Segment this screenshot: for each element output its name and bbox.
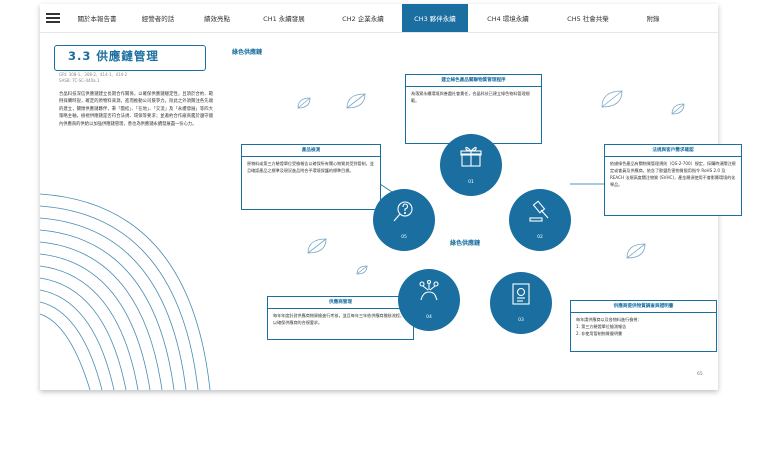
gift-box-icon — [460, 146, 482, 167]
step-number: 04 — [426, 315, 432, 320]
gri-line: GRI: 308-1、308-2、414-1、414-2 — [59, 72, 128, 77]
nav-ch1[interactable]: CH1 永續發展 — [263, 15, 305, 23]
step-number: 01 — [468, 180, 474, 185]
gri-reference: GRI: 308-1、308-2、414-1、414-2 SASB: TC-SC… — [59, 72, 127, 84]
nav-chairman-message[interactable]: 經營者的話 — [141, 15, 175, 23]
section-title-frame — [54, 45, 206, 71]
box-body: 原物料或第三方驗證單位受檢報告以確保所有關心物質其受到管制，並且確認產品之標準及… — [247, 161, 374, 173]
requirement-list: 1. 第三方驗證單位檢測報告 2. 非使用管制物質聲明書 — [576, 323, 711, 337]
gavel-icon — [529, 200, 549, 222]
nav-ch3[interactable]: CH3 夥伴永續 — [402, 4, 468, 32]
box-title: 法規與客戶需求確認 — [605, 145, 741, 157]
leaf-icon — [356, 265, 368, 275]
box-intro: 每年請供應商以及各物料進行檢視： — [576, 317, 642, 322]
certificate-icon — [512, 283, 530, 305]
box-body: 為落實永續環境與善盡社會責任，合晶科技已建立綠色物料管理規範。 — [411, 91, 530, 103]
step-number: 02 — [537, 235, 543, 240]
step-circle-01: 01 — [440, 134, 502, 196]
step-circle-04: 04 — [398, 269, 460, 331]
box-product-testing: 產品檢測 原物料或第三方驗證單位受檢報告以確保所有關心物質其受到管制，並且確認產… — [241, 144, 381, 210]
leaf-icon — [671, 103, 685, 115]
box-body: 每年年度針對供應商物資檢進行考核，並且每年三年依供應商稽核流程，以確保供應商的合… — [273, 313, 404, 325]
leaf-icon — [307, 238, 327, 254]
page-number: 65 — [697, 372, 703, 377]
box-title: 產品檢測 — [242, 145, 380, 157]
list-item: 2. 非使用管制物質聲明書 — [576, 331, 623, 336]
hamburger-menu-icon[interactable] — [46, 4, 68, 32]
leaf-icon — [601, 90, 623, 108]
leaf-icon — [346, 93, 366, 109]
nav-ch2[interactable]: CH2 企業永續 — [342, 15, 384, 23]
step-circle-03: 03 — [490, 272, 552, 334]
leaf-icon — [297, 97, 311, 109]
top-nav: 關於本報告書 經營者的話 績效亮點 CH1 永續發展 CH2 企業永續 CH3 … — [40, 4, 718, 33]
box-title: 建立綠色產品關聯物質管理程序 — [406, 75, 541, 87]
box-supplier-certificates: 供應商提供物質調查與證明書 每年請供應商以及各物料進行檢視： 1. 第三方驗證單… — [570, 300, 717, 352]
box-regulation-customer-check: 法規與客戶需求確認 依據綠色產品有關物質管理規則（QS-2-700）規定，採購時… — [604, 144, 742, 216]
sasb-line: SASB: TC-SC-440a.1 — [59, 78, 100, 83]
nav-about-report[interactable]: 關於本報告書 — [77, 15, 117, 23]
diagram-center-label: 綠色供應鏈 — [450, 240, 481, 247]
magnifier-question-icon — [393, 201, 413, 222]
section-title: 3.3 供應鏈管理 — [68, 49, 159, 63]
leaf-icon — [626, 243, 646, 259]
diagram-title: 綠色供應鏈 — [232, 49, 263, 56]
box-supplier-management: 供應商管理 每年年度針對供應商物資檢進行考核，並且每年三年依供應商稽核流程，以確… — [267, 296, 414, 340]
nav-ch4[interactable]: CH4 環境永續 — [487, 15, 529, 23]
box-body: 每年請供應商以及各物料進行檢視： 1. 第三方驗證單位檢測報告 2. 非使用管制… — [571, 313, 716, 340]
step-number: 05 — [401, 235, 407, 240]
report-page: 關於本報告書 經營者的話 績效亮點 CH1 永續發展 CH2 企業永續 CH3 … — [39, 4, 742, 391]
step-circle-05: 05 — [373, 189, 435, 251]
decorative-arcs — [39, 193, 211, 391]
box-title: 供應商提供物質調查與證明書 — [571, 301, 716, 313]
nav-ch5[interactable]: CH5 社會共榮 — [567, 15, 609, 23]
step-circle-02: 02 — [509, 189, 571, 251]
box-title: 供應商管理 — [268, 297, 413, 309]
list-item: 1. 第三方驗證單位檢測報告 — [576, 324, 627, 329]
step-number: 03 — [518, 318, 524, 323]
box-body: 依據綠色產品有關物質管理規則（QS-2-700）規定，採購時須關注規定或會員及供… — [610, 161, 736, 187]
section-body-text: 合晶科技深信供應鏈建立長期合作關係，以確保供應鏈穩定性，且須於合約、範例採購時說… — [59, 92, 213, 127]
nav-appendix[interactable]: 附錄 — [646, 15, 660, 23]
network-hand-icon — [419, 279, 439, 301]
nav-highlights[interactable]: 績效亮點 — [204, 15, 230, 23]
